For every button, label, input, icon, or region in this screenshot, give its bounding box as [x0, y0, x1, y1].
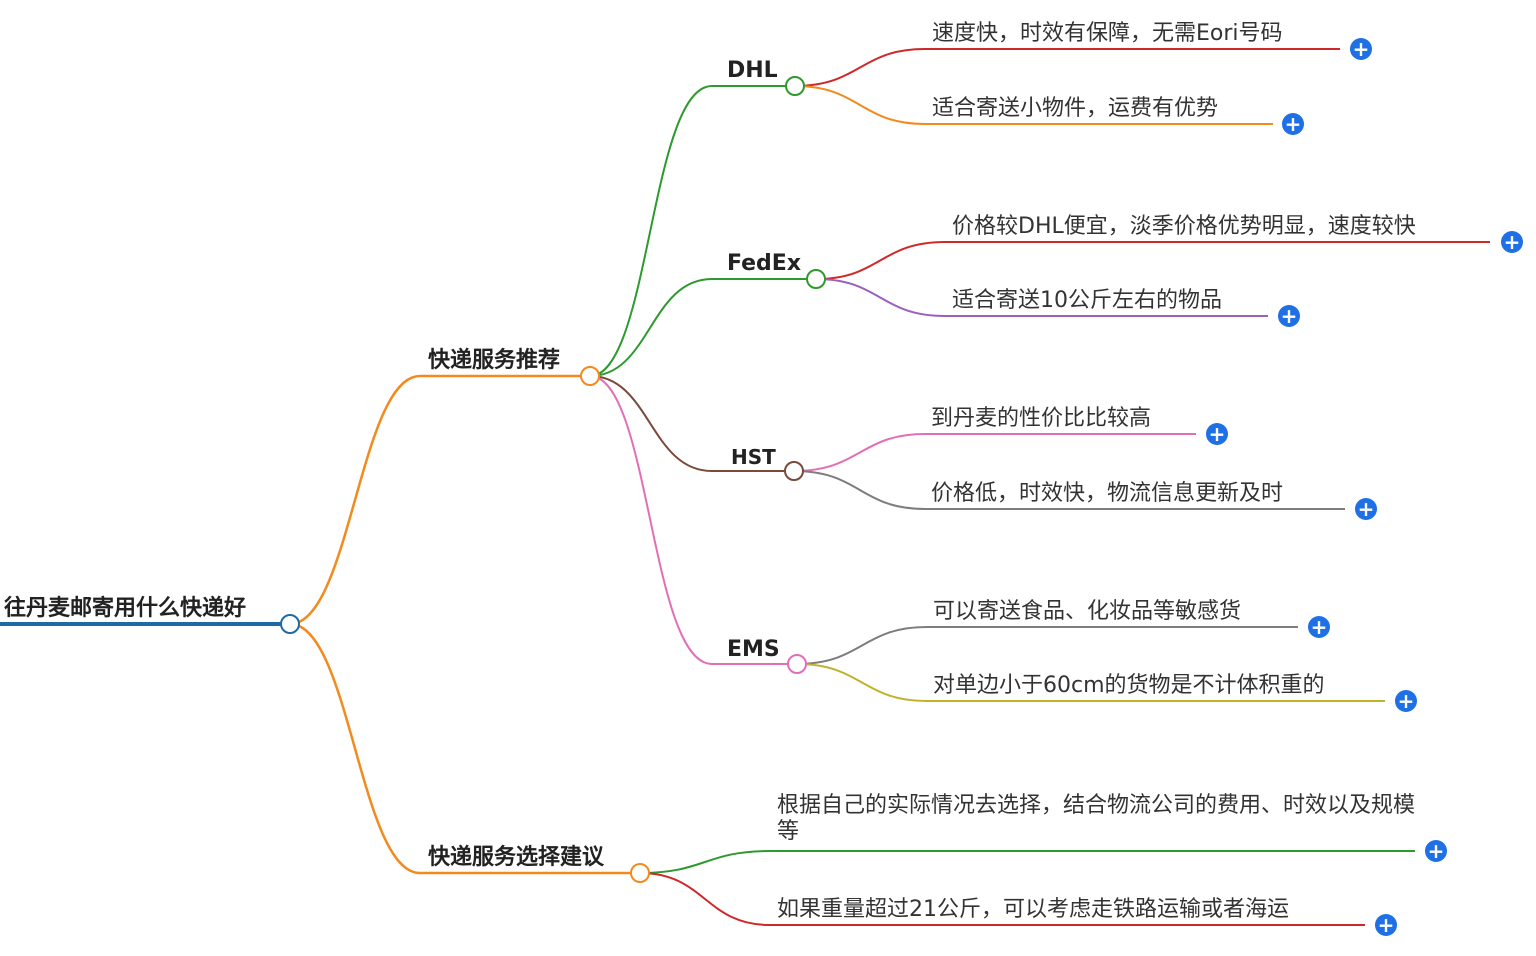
edge-ems-leaf1: [796, 626, 1298, 665]
ems-leaf-sensitive[interactable]: 可以寄送食品、化妆品等敏感货: [933, 599, 1242, 624]
plus-circle-icon[interactable]: +: [1375, 914, 1397, 936]
edge-branch2-leaf1: [639, 850, 1415, 874]
carrier-fedex[interactable]: FedEx: [727, 251, 802, 276]
plus-circle-icon[interactable]: +: [1501, 231, 1523, 253]
branch2-toggle[interactable]: [630, 863, 650, 883]
carrier-hst[interactable]: HST: [731, 445, 776, 469]
edge-dhl-leaf1: [794, 48, 1340, 87]
fedex-toggle[interactable]: [806, 269, 826, 289]
edge-branch1-fedex: [589, 278, 816, 377]
plus-circle-icon[interactable]: +: [1308, 616, 1330, 638]
edge-dhl-leaf2: [794, 85, 1273, 125]
branch-express-advice[interactable]: 快递服务选择建议: [428, 845, 605, 870]
edge-hst-leaf1: [793, 433, 1196, 472]
edge-branch2-leaf2: [639, 872, 1365, 926]
fedex-leaf-price[interactable]: 价格较DHL便宜，淡季价格优势明显，速度较快: [952, 214, 1416, 239]
ems-toggle[interactable]: [787, 654, 807, 674]
plus-circle-icon[interactable]: +: [1278, 305, 1300, 327]
branch1-toggle[interactable]: [580, 366, 600, 386]
edge-fedex-leaf1: [815, 241, 1490, 280]
carrier-ems[interactable]: EMS: [727, 637, 780, 662]
plus-circle-icon[interactable]: +: [1282, 113, 1304, 135]
advice-leaf-choose[interactable]: 根据自己的实际情况去选择，结合物流公司的费用、时效以及规模等: [777, 793, 1416, 845]
dhl-toggle[interactable]: [785, 76, 805, 96]
hst-leaf-cheap-fast[interactable]: 价格低，时效快，物流信息更新及时: [931, 481, 1284, 506]
edge-fedex-leaf2: [815, 278, 1268, 317]
edge-branch1-ems: [589, 375, 797, 665]
edge-ems-leaf2: [796, 663, 1385, 702]
plus-circle-icon[interactable]: +: [1355, 498, 1377, 520]
root-toggle[interactable]: [280, 614, 300, 634]
fedex-leaf-10kg[interactable]: 适合寄送10公斤左右的物品: [952, 288, 1222, 313]
hst-leaf-value[interactable]: 到丹麦的性价比比较高: [931, 406, 1152, 431]
plus-circle-icon[interactable]: +: [1206, 423, 1228, 445]
edge-branch1-dhl: [589, 85, 795, 377]
plus-circle-icon[interactable]: +: [1395, 690, 1417, 712]
edge-root-branch2: [289, 622, 640, 875]
plus-circle-icon[interactable]: +: [1425, 840, 1447, 862]
edge-branch1-hst: [589, 375, 794, 472]
dhl-leaf-speed[interactable]: 速度快，时效有保障，无需Eori号码: [932, 21, 1283, 46]
edge-hst-leaf2: [793, 470, 1345, 510]
hst-toggle[interactable]: [784, 461, 804, 481]
edge-root-branch1: [289, 374, 590, 626]
carrier-dhl[interactable]: DHL: [727, 58, 778, 83]
root-topic[interactable]: 往丹麦邮寄用什么快递好: [4, 596, 247, 621]
branch-express-recommend[interactable]: 快递服务推荐: [428, 348, 561, 373]
ems-leaf-60cm[interactable]: 对单边小于60cm的货物是不计体积重的: [933, 673, 1325, 698]
plus-circle-icon[interactable]: +: [1350, 38, 1372, 60]
advice-leaf-rail-sea[interactable]: 如果重量超过21公斤，可以考虑走铁路运输或者海运: [777, 897, 1289, 922]
dhl-leaf-small-items[interactable]: 适合寄送小物件，运费有优势: [932, 96, 1219, 121]
